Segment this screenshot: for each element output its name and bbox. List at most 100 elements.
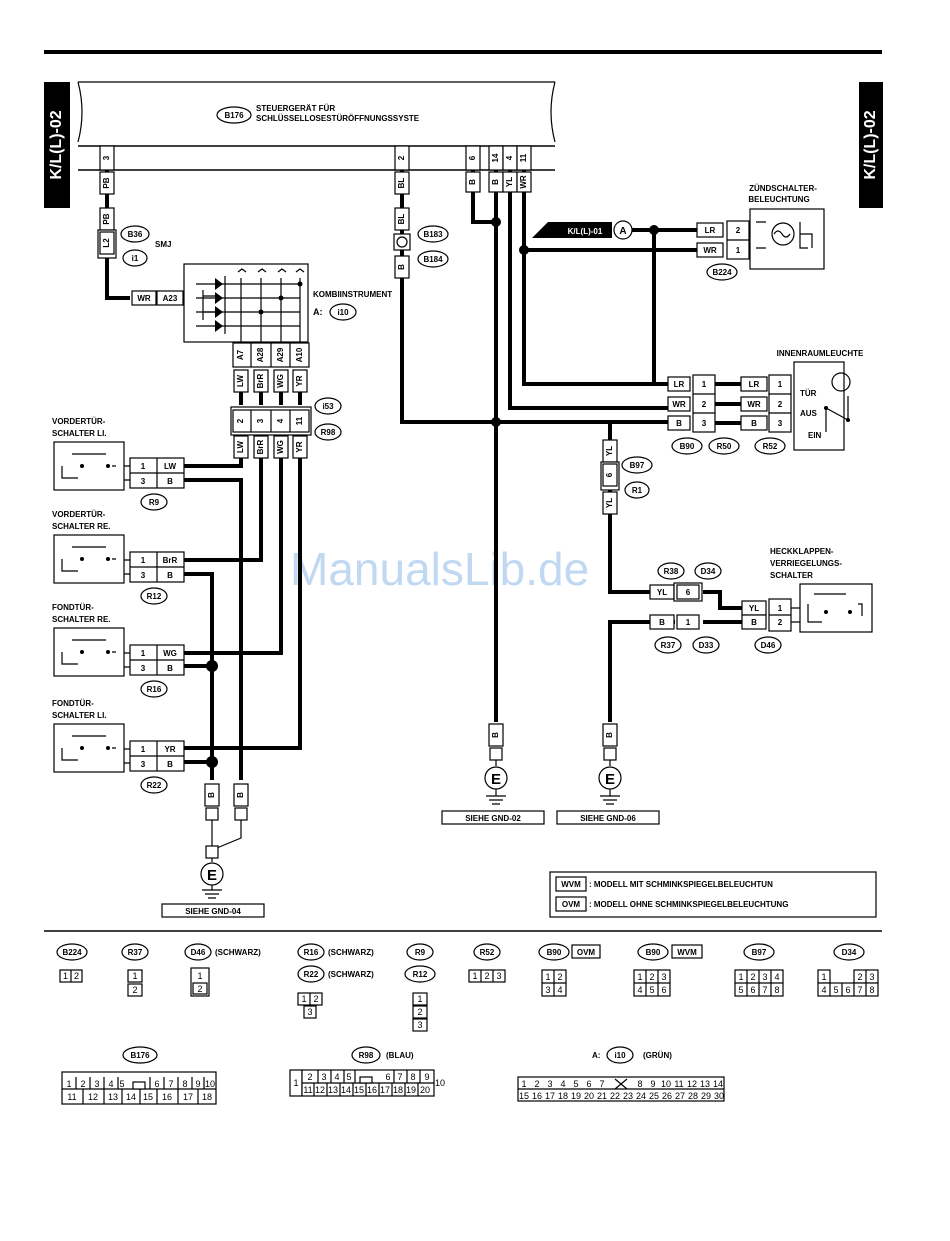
svg-text:2: 2 [557,972,562,982]
svg-text:4: 4 [821,985,826,995]
svg-text:7: 7 [168,1079,173,1089]
svg-text:(BLAU): (BLAU) [386,1051,414,1060]
svg-text:8: 8 [182,1079,187,1089]
svg-text:B: B [468,179,477,185]
svg-text:14: 14 [491,153,500,162]
svg-text:YL: YL [657,588,667,597]
svg-text:13: 13 [108,1092,118,1102]
svg-text:(SCHWARZ): (SCHWARZ) [215,948,261,957]
svg-text:2: 2 [132,985,137,995]
svg-text:B184: B184 [423,255,443,264]
svg-text:WR: WR [519,175,528,189]
svg-text:K/L(L)-02: K/L(L)-02 [862,110,879,179]
svg-text:1: 1 [472,971,477,981]
innenraumleuchte: INNENRAUMLEUCHTE TÜR AUS EIN LR WR B 1 2… [667,349,864,455]
svg-text:1: 1 [63,971,68,981]
svg-text:22: 22 [610,1091,620,1101]
svg-text:3: 3 [94,1079,99,1089]
svg-text:R98: R98 [321,428,336,437]
svg-text:WVM: WVM [677,948,697,957]
svg-text:3: 3 [141,571,146,580]
svg-text:2: 2 [397,155,406,160]
svg-text:2: 2 [702,400,707,409]
side-code-right: K/L(L)-02 [859,82,883,208]
connector-label-b176 [216,106,252,124]
svg-text:B: B [676,419,682,428]
svg-text:HECKKLAPPEN-: HECKKLAPPEN- [770,547,834,556]
svg-text:2: 2 [778,400,783,409]
svg-text:B176: B176 [130,1051,150,1060]
svg-text:1: 1 [778,604,783,613]
svg-text:6: 6 [468,155,477,160]
svg-text:4: 4 [560,1079,565,1089]
svg-text:R50: R50 [717,442,732,451]
svg-text:3: 3 [307,1007,312,1017]
svg-text:6: 6 [661,985,666,995]
svg-text:2: 2 [484,971,489,981]
svg-text:1: 1 [521,1079,526,1089]
svg-text:1: 1 [141,462,146,471]
svg-text:i53: i53 [322,402,334,411]
svg-text:6: 6 [385,1072,390,1082]
svg-text:17: 17 [183,1092,193,1102]
svg-text:5: 5 [119,1079,124,1089]
svg-text:11: 11 [295,416,304,425]
svg-text:YR: YR [295,375,304,386]
svg-text:A10: A10 [295,347,304,362]
svg-text:B: B [397,264,406,270]
svg-text:10: 10 [661,1079,671,1089]
svg-text:4: 4 [637,985,642,995]
svg-text:2: 2 [236,418,245,423]
svg-text:R52: R52 [763,442,778,451]
svg-text:R37: R37 [128,948,143,957]
svg-text:2: 2 [857,972,862,982]
connector-b183: B183 B184 [417,225,449,268]
svg-text:B90: B90 [646,948,661,957]
svg-text:18: 18 [558,1091,568,1101]
svg-text:20: 20 [420,1085,430,1095]
svg-text:3: 3 [141,760,146,769]
svg-text:WVM: WVM [561,880,581,889]
svg-text:14: 14 [713,1079,723,1089]
svg-text:10: 10 [435,1078,445,1088]
svg-text:18: 18 [202,1092,212,1102]
svg-text:3: 3 [547,1079,552,1089]
svg-text:E: E [605,771,615,788]
svg-text:1: 1 [301,994,306,1004]
svg-text:1: 1 [702,380,707,389]
svg-text:1: 1 [686,618,691,627]
svg-text:LW: LW [236,375,245,387]
svg-text:B224: B224 [712,268,732,277]
svg-text:21: 21 [597,1091,607,1101]
svg-text:1: 1 [141,745,146,754]
vordertuer-schalter-re: VORDERTÜR- SCHALTER RE. 1 3 BrR B R12 [52,510,185,605]
svg-text:A:: A: [313,307,323,317]
svg-text:BELEUCHTUNG: BELEUCHTUNG [748,195,809,204]
svg-text:28: 28 [688,1091,698,1101]
svg-text:3: 3 [661,972,666,982]
svg-text:5: 5 [738,985,743,995]
svg-text:16: 16 [532,1091,542,1101]
connector-views: B224 1 2 R37 1 2 D46 (SCHWARZ) 1 2 R16 (… [56,943,879,1105]
svg-text:FONDTÜR-: FONDTÜR- [52,699,94,708]
svg-text:3: 3 [778,419,783,428]
svg-text:14: 14 [126,1092,136,1102]
svg-text:7: 7 [599,1079,604,1089]
wire-labels-ecu: PB PB L2 BL BL B B B YL WR [97,171,532,279]
svg-text:AUS: AUS [800,409,818,418]
svg-text:B: B [751,419,757,428]
svg-text:2: 2 [736,226,741,235]
svg-text:SCHALTER LI.: SCHALTER LI. [52,711,107,720]
svg-text:A:: A: [592,1051,600,1060]
svg-text:5: 5 [833,985,838,995]
svg-text:B: B [167,664,173,673]
svg-text:3: 3 [702,419,707,428]
svg-text:13: 13 [328,1085,338,1095]
svg-text:R1: R1 [632,486,643,495]
svg-text:LR: LR [705,226,716,235]
svg-text:E: E [207,867,217,884]
svg-text:13: 13 [700,1079,710,1089]
svg-text:7: 7 [857,985,862,995]
svg-text:(SCHWARZ): (SCHWARZ) [328,970,374,979]
